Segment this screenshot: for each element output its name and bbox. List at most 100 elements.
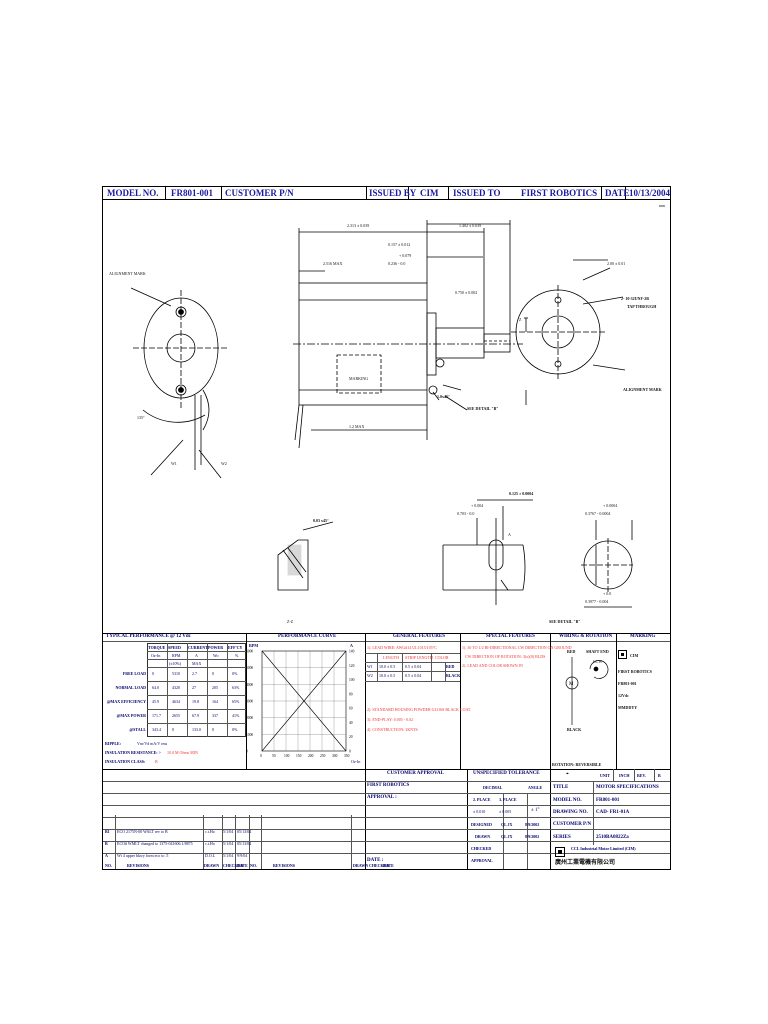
designed-date: 8/9/2002 bbox=[525, 822, 540, 827]
tol-value-angle: ± 1° bbox=[531, 808, 540, 813]
perf-cell: 205 bbox=[212, 685, 218, 690]
wiring-ccw: CCW bbox=[593, 659, 603, 664]
checked-label: CHECKED bbox=[471, 846, 492, 851]
y-tick-label: 2000 bbox=[246, 716, 253, 720]
rev-no: B1 bbox=[105, 829, 110, 834]
sf-item-1: 1). 30 TO 1/2 BI-DIRECTIONAL CW DIRECTIO… bbox=[462, 645, 572, 650]
perf-row-label: NORMAL LOAD bbox=[115, 685, 146, 690]
dim-key-tol1: + 0.004 bbox=[471, 503, 484, 508]
model-no-value-bottom: FR801-001 bbox=[596, 798, 620, 803]
header-customer-pn-label: CUSTOMER P/N bbox=[225, 188, 294, 198]
y-tick-label: 1000 bbox=[246, 733, 253, 737]
col-effcy: EFF'CY bbox=[228, 645, 243, 650]
col-speed: SPEED bbox=[168, 645, 181, 650]
rev-value: B bbox=[658, 773, 661, 778]
gf-item-1: 1). LEAD WIRE: AWG#14 UL1015/105°C bbox=[367, 645, 437, 650]
x-tick-label: 250 bbox=[320, 754, 326, 758]
perf-cell: 164 bbox=[212, 699, 218, 704]
rev-header: DRAWN bbox=[204, 863, 220, 868]
unit-torque: Oz-In bbox=[151, 653, 161, 658]
lead-wire-table: LENGTH STRIP LENGTH COLOR W1 10.0 ± 0.5 … bbox=[365, 653, 460, 683]
perf-cell: 2655 bbox=[172, 713, 180, 718]
unit2-speed: (±10%) bbox=[169, 661, 182, 666]
tol-value-3: ± 0.005 bbox=[499, 809, 512, 814]
perf-row-label: @STALL bbox=[129, 727, 146, 732]
x-tick-label: 0 bbox=[260, 754, 262, 758]
perf-cell: 0 bbox=[172, 727, 174, 732]
col-power: POWER bbox=[208, 645, 224, 650]
lead-row2-w: W2 bbox=[367, 673, 373, 678]
lead-row1-length: 10.0 ± 0.5 bbox=[379, 664, 396, 669]
unit-current: A bbox=[195, 653, 198, 658]
header-date-label: DATE bbox=[605, 188, 630, 198]
insulation-class-label: INSULATION CLASS: bbox=[105, 759, 146, 764]
lead-row2-color: BLACK bbox=[446, 673, 461, 678]
technical-drawing bbox=[130, 220, 633, 608]
perf-cell: 133.0 bbox=[192, 727, 201, 732]
y-tick-label: 6000 bbox=[246, 650, 253, 654]
dim-top-right: 1.402 ± 0.039 bbox=[459, 223, 482, 228]
ripple-value: Vnr/Vd mA/V rms bbox=[137, 741, 168, 746]
perf-row-label: @MAX EFFICIENCY bbox=[106, 699, 146, 704]
tol-decimal: DECIMAL bbox=[483, 785, 503, 790]
approval-row-label: APPROVAL bbox=[471, 858, 493, 863]
lead-row2-length: 10.0 ± 0.5 bbox=[379, 673, 396, 678]
rev-header: NO. bbox=[105, 863, 112, 868]
rev-date2: 05/13/04 bbox=[237, 841, 252, 846]
customer-approval-line: APPROVAL : bbox=[367, 795, 397, 800]
dim-shaft1: 0.157 ± 0.012 bbox=[388, 242, 411, 247]
designed-by: QL JX bbox=[501, 822, 513, 827]
curve-y2-label: A bbox=[350, 643, 353, 648]
gf-item-2: 2). STANDARD HOUSING POWDER GLOSS BLACK … bbox=[367, 707, 472, 712]
x-tick-label: 300 bbox=[332, 754, 338, 758]
drawn-label: DRAWN bbox=[475, 834, 491, 839]
dim-d1: 0.3767 - 0.0004 bbox=[585, 511, 611, 516]
dim-len: 1.2 MAX bbox=[349, 424, 365, 429]
rev-date: 5/1/04 bbox=[223, 829, 234, 834]
ripple-label: RIPPLE: bbox=[105, 741, 121, 746]
detail-a-label: A bbox=[508, 532, 511, 537]
perf-cell: 4320 bbox=[172, 685, 180, 690]
general-features-title: GENERAL FEATURES bbox=[393, 634, 446, 639]
perf-cell: 45.9 bbox=[152, 699, 159, 704]
wiring-shaft-end: SHAFT END bbox=[586, 649, 609, 654]
y2-tick-label: 20 bbox=[349, 735, 353, 739]
drawn-date: 8/9/2002 bbox=[525, 834, 540, 839]
insulation-res-label: INSULATION RESISTANCE: > bbox=[105, 750, 161, 755]
dim-shaft1b: + 0.079 bbox=[399, 253, 412, 258]
performance-curve-title: PERFORMANCE CURVE bbox=[278, 634, 337, 639]
unit-inch: INCH bbox=[619, 773, 630, 778]
company-logo-icon bbox=[555, 847, 565, 857]
company-name: CCL Industrial Motor Limited (CIM) bbox=[571, 846, 636, 851]
lead-row1-w: W1 bbox=[367, 664, 373, 669]
header-issued-to-value: FIRST ROBOTICS bbox=[521, 188, 598, 198]
rev-header: DATE bbox=[237, 863, 248, 868]
y2-tick-label: 40 bbox=[349, 721, 353, 725]
insulation-class-value: B bbox=[155, 759, 158, 764]
y-tick-label: 0 bbox=[246, 750, 248, 754]
gf-item-4: 4). CONSTRUCTION: 2KNTS bbox=[367, 727, 418, 732]
header-issued-by-label: ISSUED BY bbox=[369, 188, 417, 198]
lead-header-strip: STRIP LENGTH bbox=[405, 655, 433, 660]
dim-d2: 0.3977 - 0.004 bbox=[585, 599, 609, 604]
perf-cell: 0% bbox=[232, 727, 238, 732]
x-tick-label: 350 bbox=[344, 754, 350, 758]
rev-header: REVISIONS bbox=[127, 863, 150, 868]
alignment-mark-right: ALIGNMENT MARK bbox=[623, 387, 662, 392]
dim-shaft-dia: 0.750 ± 0.002 bbox=[455, 290, 478, 295]
cim-logo-icon bbox=[618, 650, 627, 659]
drawing-no-value: CAD- FR1-01A bbox=[596, 810, 630, 815]
perf-cell: 65% bbox=[232, 699, 240, 704]
perf-row-label: @MAX POWER bbox=[116, 713, 146, 718]
x-tick-label: 50 bbox=[272, 754, 276, 758]
col-current: CURRENT bbox=[188, 645, 208, 650]
dim-right-dia: 2.00 ± 0.01 bbox=[607, 261, 626, 266]
special-features-title: SPECIAL FEATURES bbox=[486, 634, 535, 639]
header-model-no-label: MODEL NO. bbox=[107, 188, 159, 198]
lead-w2: W2 bbox=[221, 461, 227, 466]
y-tick-label: 4000 bbox=[246, 683, 253, 687]
perf-cell: 343.4 bbox=[152, 727, 161, 732]
rev-header: DATE bbox=[383, 863, 394, 868]
wiring-rotation: ROTATION: REVERSIBLE bbox=[552, 762, 602, 767]
y2-tick-label: 60 bbox=[349, 707, 353, 711]
